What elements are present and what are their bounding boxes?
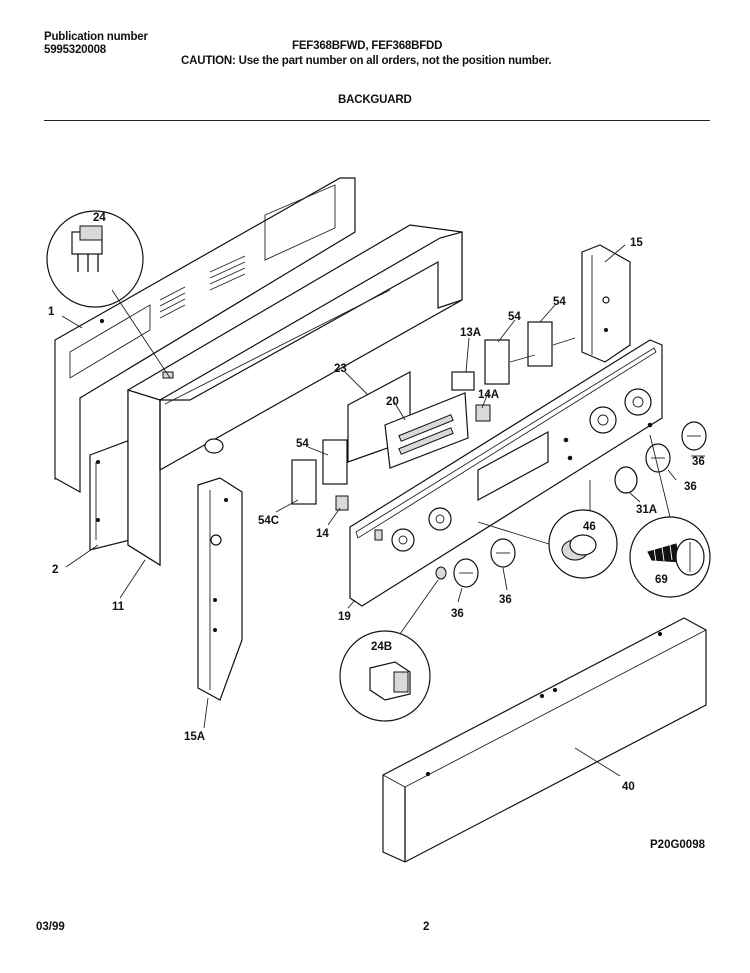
header-rule (44, 120, 710, 121)
label-36-a: 36 (451, 608, 464, 620)
drawing-code: P20G0098 (650, 839, 706, 851)
backguard-trim (382, 617, 707, 863)
label-54-c: 54 (296, 438, 309, 450)
control-panel (349, 339, 663, 607)
publication-label: Publication number (44, 31, 148, 43)
label-11: 11 (112, 601, 125, 613)
label-36-b: 36 (499, 594, 512, 606)
label-40: 40 (622, 781, 635, 793)
label-20: 20 (386, 396, 399, 408)
rear-back-panel (54, 177, 356, 494)
detail-bubble-24b (339, 579, 439, 722)
infinite-switches (291, 321, 576, 505)
label-36-d: 36 (684, 481, 697, 493)
label-14: 14 (316, 528, 329, 540)
label-54c: 54C (258, 515, 279, 527)
label-46: 46 (583, 521, 596, 533)
section-title: BACKGUARD (338, 94, 412, 106)
caution-note: CAUTION: Use the part number on all orde… (181, 55, 552, 67)
knobs (435, 421, 707, 588)
right-end-bracket (581, 244, 631, 363)
label-24: 24 (93, 212, 106, 224)
model-numbers: FEF368BFWD, FEF368BFDD (292, 40, 443, 52)
label-1: 1 (48, 306, 55, 318)
publication-number: 5995320008 (44, 44, 106, 56)
label-31a: 31A (636, 504, 657, 516)
label-69: 69 (655, 574, 668, 586)
label-24b: 24B (371, 641, 392, 653)
label-54-a: 54 (508, 311, 521, 323)
leader-lines (61, 244, 705, 777)
label-14a: 14A (478, 389, 499, 401)
label-15: 15 (630, 237, 643, 249)
label-36-c: 36 (692, 456, 705, 468)
electronic-control (347, 371, 469, 469)
page-number: 2 (423, 921, 429, 933)
label-19: 19 (338, 611, 351, 623)
switches (335, 371, 491, 511)
detail-bubble-69 (629, 434, 711, 598)
detail-bubble-24 (46, 210, 171, 379)
label-13a: 13A (460, 327, 481, 339)
label-2: 2 (52, 564, 58, 576)
revision-date: 03/99 (36, 921, 65, 933)
left-end-bracket (197, 477, 243, 701)
label-15a: 15A (184, 731, 205, 743)
label-23: 23 (334, 363, 347, 375)
lower-rear-bracket (89, 439, 131, 551)
detail-bubble-46 (477, 480, 618, 579)
label-54-b: 54 (553, 296, 566, 308)
